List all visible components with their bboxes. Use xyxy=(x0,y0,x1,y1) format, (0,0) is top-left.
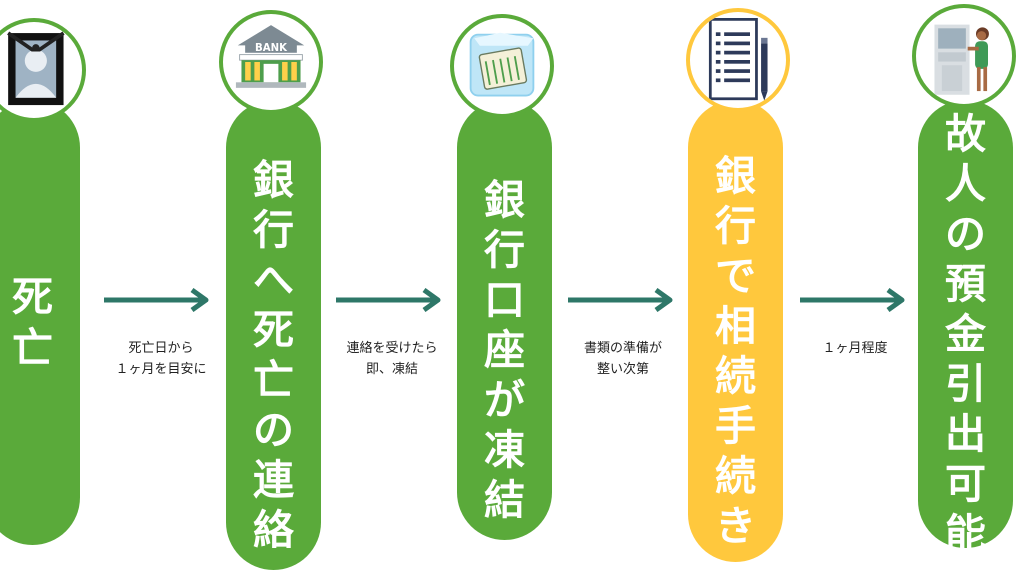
transition-1-note: 死亡日から １ヶ月を目安に xyxy=(96,338,226,380)
step-3-pill: 銀行口座が凍結 xyxy=(457,100,552,540)
step-4-label: 銀行で相続手続き xyxy=(715,151,756,551)
arrow-2 xyxy=(336,288,441,312)
transition-2-note: 連絡を受けたら 即、凍結 xyxy=(327,338,457,380)
step-2-pill: 銀行へ死亡の連絡 xyxy=(226,100,321,570)
transition-3-note: 書類の準備が 整い次第 xyxy=(558,338,688,380)
transition-2-line2: 即、凍結 xyxy=(365,362,418,377)
arrow-4 xyxy=(800,288,905,312)
transition-1-line1: 死亡日から xyxy=(128,341,194,356)
step-1-label: 死亡 xyxy=(12,273,53,372)
transition-4-line1: １ヶ月程度 xyxy=(822,341,888,356)
step-5-pill: 故人の預金引出可能 xyxy=(918,100,1013,558)
arrow-1 xyxy=(104,288,209,312)
document-pen-icon xyxy=(686,8,790,112)
arrow-3 xyxy=(568,288,673,312)
atm-user-icon xyxy=(912,4,1016,108)
step-1-pill: 死亡 xyxy=(0,100,80,545)
step-5-label: 故人の預金引出可能 xyxy=(945,109,986,559)
transition-3-line1: 書類の準備が xyxy=(583,341,662,356)
step-4-pill: 銀行で相続手続き xyxy=(688,100,783,562)
transition-2-line1: 連絡を受けたら xyxy=(346,341,438,356)
transition-1-line2: １ヶ月を目安に xyxy=(115,362,207,377)
transition-3-line2: 整い次第 xyxy=(596,362,649,377)
step-3-label: 銀行口座が凍結 xyxy=(484,175,525,525)
bank-icon: BANK xyxy=(219,10,323,114)
deceased-portrait-icon xyxy=(0,18,86,122)
transition-4-note: １ヶ月程度 xyxy=(790,338,920,359)
step-2-label: 銀行へ死亡の連絡 xyxy=(253,155,294,555)
frozen-passbook-icon xyxy=(450,14,554,118)
bank-sign-text: BANK xyxy=(255,43,288,54)
